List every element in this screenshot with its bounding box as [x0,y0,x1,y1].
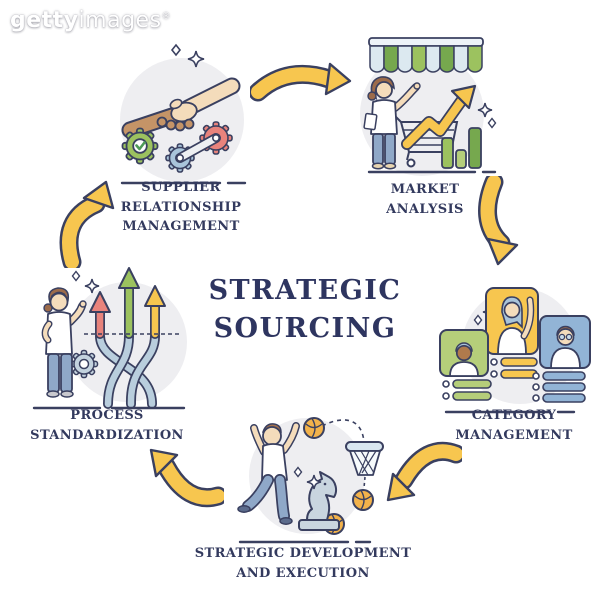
people-category-cards-icon [439,287,591,414]
handshake-gears-icon [120,43,247,185]
cycle-arrow-bottom-left-icon [149,448,224,508]
title-line-1: STRATEGIC [208,275,402,306]
watermark-brand-light: images [78,8,162,33]
storefront-growth-chart-icon [360,37,497,176]
cycle-arrow-left-icon [59,180,115,268]
cycle-arrow-bottom-right-icon [386,441,462,502]
basketball-hoop-chess-icon [237,417,384,544]
label-strategic-development-and-execution: STRATEGIC DEVELOPMENT AND EXECUTION [194,546,412,581]
title-line-2: SOURCING [213,312,397,344]
registered-mark: ® [161,11,172,22]
cycle-arrow-top-icon [250,62,352,102]
gettyimages-watermark: gettyimages® [10,8,171,33]
watermark-brand-bold: getty [10,8,79,33]
label-category-management: CATEGORY MANAGEMENT [455,408,573,443]
label-market-analysis: MARKET ANALYSIS [386,182,464,217]
page-title: STRATEGIC SOURCING [180,272,430,348]
braided-arrows-icon [32,267,187,410]
cycle-arrow-right-icon [478,176,519,266]
label-process-standardization: PROCESS STANDARDIZATION [30,408,184,443]
label-supplier-relationship-management: SUPPLIER RELATIONSHIP MANAGEMENT [120,180,242,234]
